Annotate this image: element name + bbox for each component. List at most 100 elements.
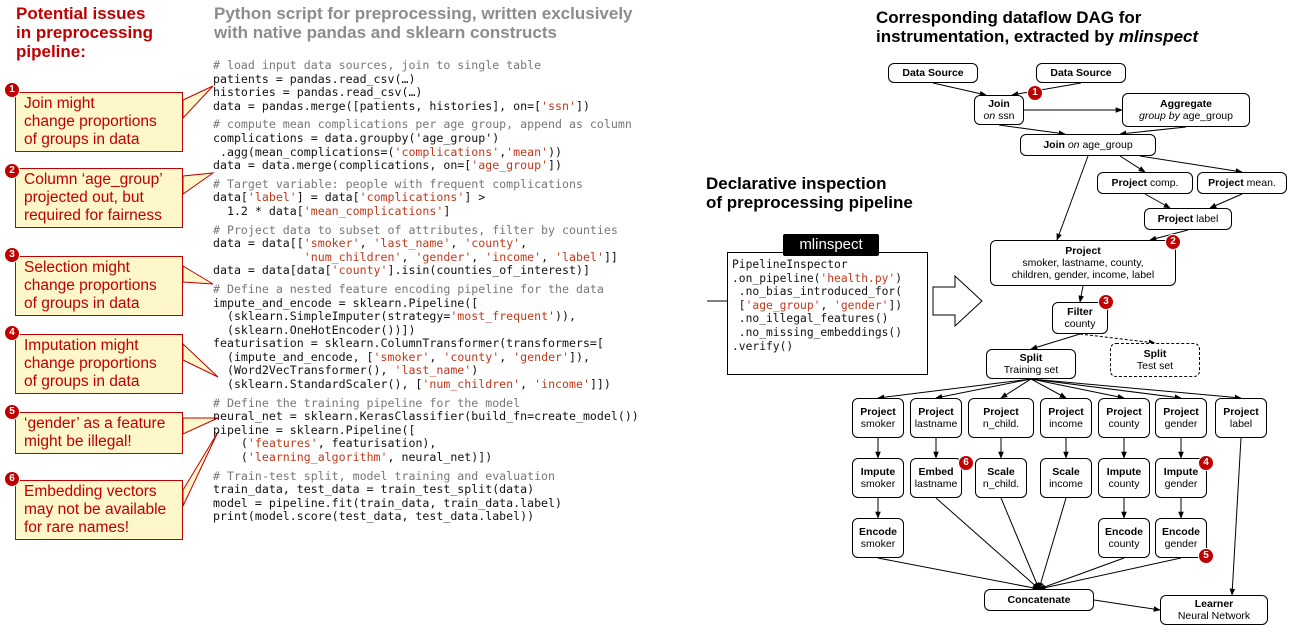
code-line: ('features', featurisation), — [213, 436, 436, 451]
string-literal: 'income' — [534, 377, 590, 392]
callout-line: Imputation might — [24, 337, 139, 354]
code-line: ('learning_algorithm', neural_net)]) — [213, 450, 492, 464]
string-literal: 'smoker' — [373, 349, 430, 364]
code-token: .on_pipeline( — [732, 271, 821, 285]
dag-node-projcomp: Project comp. — [1097, 172, 1193, 194]
dag-node-detail: label — [1229, 418, 1253, 430]
callout-line: Join might — [24, 95, 95, 112]
code-line: # Train-test split, model training and e… — [213, 469, 555, 483]
dag-node-concat: Concatenate — [984, 589, 1094, 611]
callout-line: change proportions — [24, 355, 157, 372]
code-line: model = pipeline.fit(train_data, train_d… — [213, 496, 562, 510]
dag-node-detail: gender — [1164, 418, 1198, 430]
code-token: ]] — [603, 249, 618, 264]
dag-node-kind: Scale — [1052, 466, 1080, 478]
code-token: , — [359, 236, 374, 251]
dag-title-text: instrumentation, extracted by — [876, 27, 1119, 46]
code-line: data = data[data['county'].isin(counties… — [213, 263, 590, 278]
code-token: impute_and_encode = sklearn.Pipeline([ — [213, 295, 479, 310]
code-line: .on_pipeline('health.py') — [732, 272, 902, 285]
dag-edge — [1011, 82, 1082, 97]
code-line: featurisation = sklearn.ColumnTransforme… — [213, 336, 604, 350]
dag-edge — [935, 497, 1040, 590]
dag-node-kind: Encode — [1105, 526, 1143, 538]
code-token: , — [401, 249, 416, 264]
code-title-line: Python script for preprocessing, written… — [214, 4, 633, 23]
dag-edge — [1078, 285, 1084, 303]
callout-line: required for fairness — [24, 207, 162, 224]
dag-node-italic: on — [983, 110, 996, 122]
dag-node-kind: Embed — [918, 466, 954, 478]
code-token: (impute_and_encode, [ — [213, 349, 374, 364]
code-line: neural_net = sklearn.KerasClassifier(bui… — [213, 409, 639, 423]
dag-node-kind: Impute — [1163, 466, 1199, 478]
code-token: print(model.score(test_data, test_data.l… — [213, 509, 535, 524]
dag-node-detail: smoker, lastname, county, — [1022, 257, 1144, 269]
dag-node-detail: smoker — [860, 418, 896, 430]
dag-node-detail: Test set — [1136, 360, 1174, 372]
dag-node-kind: Project — [1106, 406, 1142, 418]
code-line: data['label'] = data['complications'] > — [213, 190, 485, 205]
callout-badge-6: 6 — [4, 471, 20, 487]
dag-node-detail: Training set — [1003, 364, 1059, 376]
string-literal: 'income' — [485, 249, 542, 264]
callout-6: Embedding vectors may not be available f… — [15, 480, 183, 540]
code-token: ( — [213, 450, 248, 465]
code-token: , — [471, 249, 486, 264]
code-line: # Project data to subset of attributes, … — [213, 223, 618, 237]
dag-edge — [1144, 193, 1171, 209]
dag-node-kind: Project — [1208, 177, 1244, 189]
dag-edge — [877, 378, 1032, 401]
callout-5: ‘gender’ as a feature might be illegal! — [15, 412, 183, 454]
dag-node-kind: Project — [860, 406, 896, 418]
dag-edge — [998, 124, 1066, 136]
code-line: (Word2VecTransformer(), 'last_name') — [213, 363, 478, 378]
callout-line: of groups in data — [24, 295, 140, 312]
string-literal: 'last_name' — [394, 363, 472, 378]
code-token: complications = data.groupby('age_group'… — [213, 130, 500, 145]
dag-badge-3: 3 — [1098, 294, 1114, 310]
code-line: complications = data.groupby('age_group'… — [213, 131, 499, 145]
dag-node-row: Project label — [1158, 213, 1219, 225]
callout-line: ‘gender’ as a feature — [24, 415, 166, 432]
pointer-5 — [182, 417, 219, 435]
issues-title-line: pipeline: — [16, 42, 86, 61]
code-token: data = data[[ — [213, 236, 304, 251]
code-token: data = data[data[ — [213, 263, 332, 278]
code-token: data = data.merge(complications, on=[ — [213, 158, 472, 173]
dag-edge — [1030, 378, 1067, 399]
code-comment: # Target variable: people with frequent … — [213, 176, 583, 191]
dag-node-kind: Aggregate — [1160, 98, 1212, 110]
dag-badge-4: 4 — [1198, 455, 1214, 471]
dag-badge-1: 1 — [1027, 85, 1043, 101]
dag-edge — [1209, 193, 1243, 209]
dag-node-detail: lastname — [914, 418, 958, 430]
code-token: , — [520, 377, 535, 392]
code-line: .no_bias_introduced_for( — [732, 285, 902, 298]
dag-title-line: instrumentation, extracted by mlinspect — [876, 27, 1198, 46]
dag-edge — [1000, 378, 1032, 399]
code-line: # Define the training pipeline for the m… — [213, 396, 520, 410]
string-literal: 'health.py' — [820, 271, 896, 285]
code-token: .verify() — [732, 339, 794, 353]
code-line: .verify() — [732, 340, 793, 353]
dag-node-detail: smoker — [860, 538, 896, 550]
code-title-line: with native pandas and sklearn construct… — [214, 23, 557, 42]
code-token: pipeline = sklearn.Pipeline([ — [213, 422, 416, 437]
code-line: .no_illegal_features() — [732, 312, 889, 325]
code-line: impute_and_encode = sklearn.Pipeline([ — [213, 296, 478, 310]
code-line: data = pandas.merge([patients, histories… — [213, 99, 590, 113]
callout-line: projected out, but — [24, 189, 144, 206]
string-literal: 'ssn' — [541, 98, 576, 113]
code-token: , — [820, 298, 835, 312]
dag-edge — [1030, 378, 1182, 400]
callout-line: may not be available — [24, 501, 167, 518]
code-token: .no_bias_introduced_for( — [732, 285, 903, 299]
dag-edge — [1038, 557, 1125, 590]
